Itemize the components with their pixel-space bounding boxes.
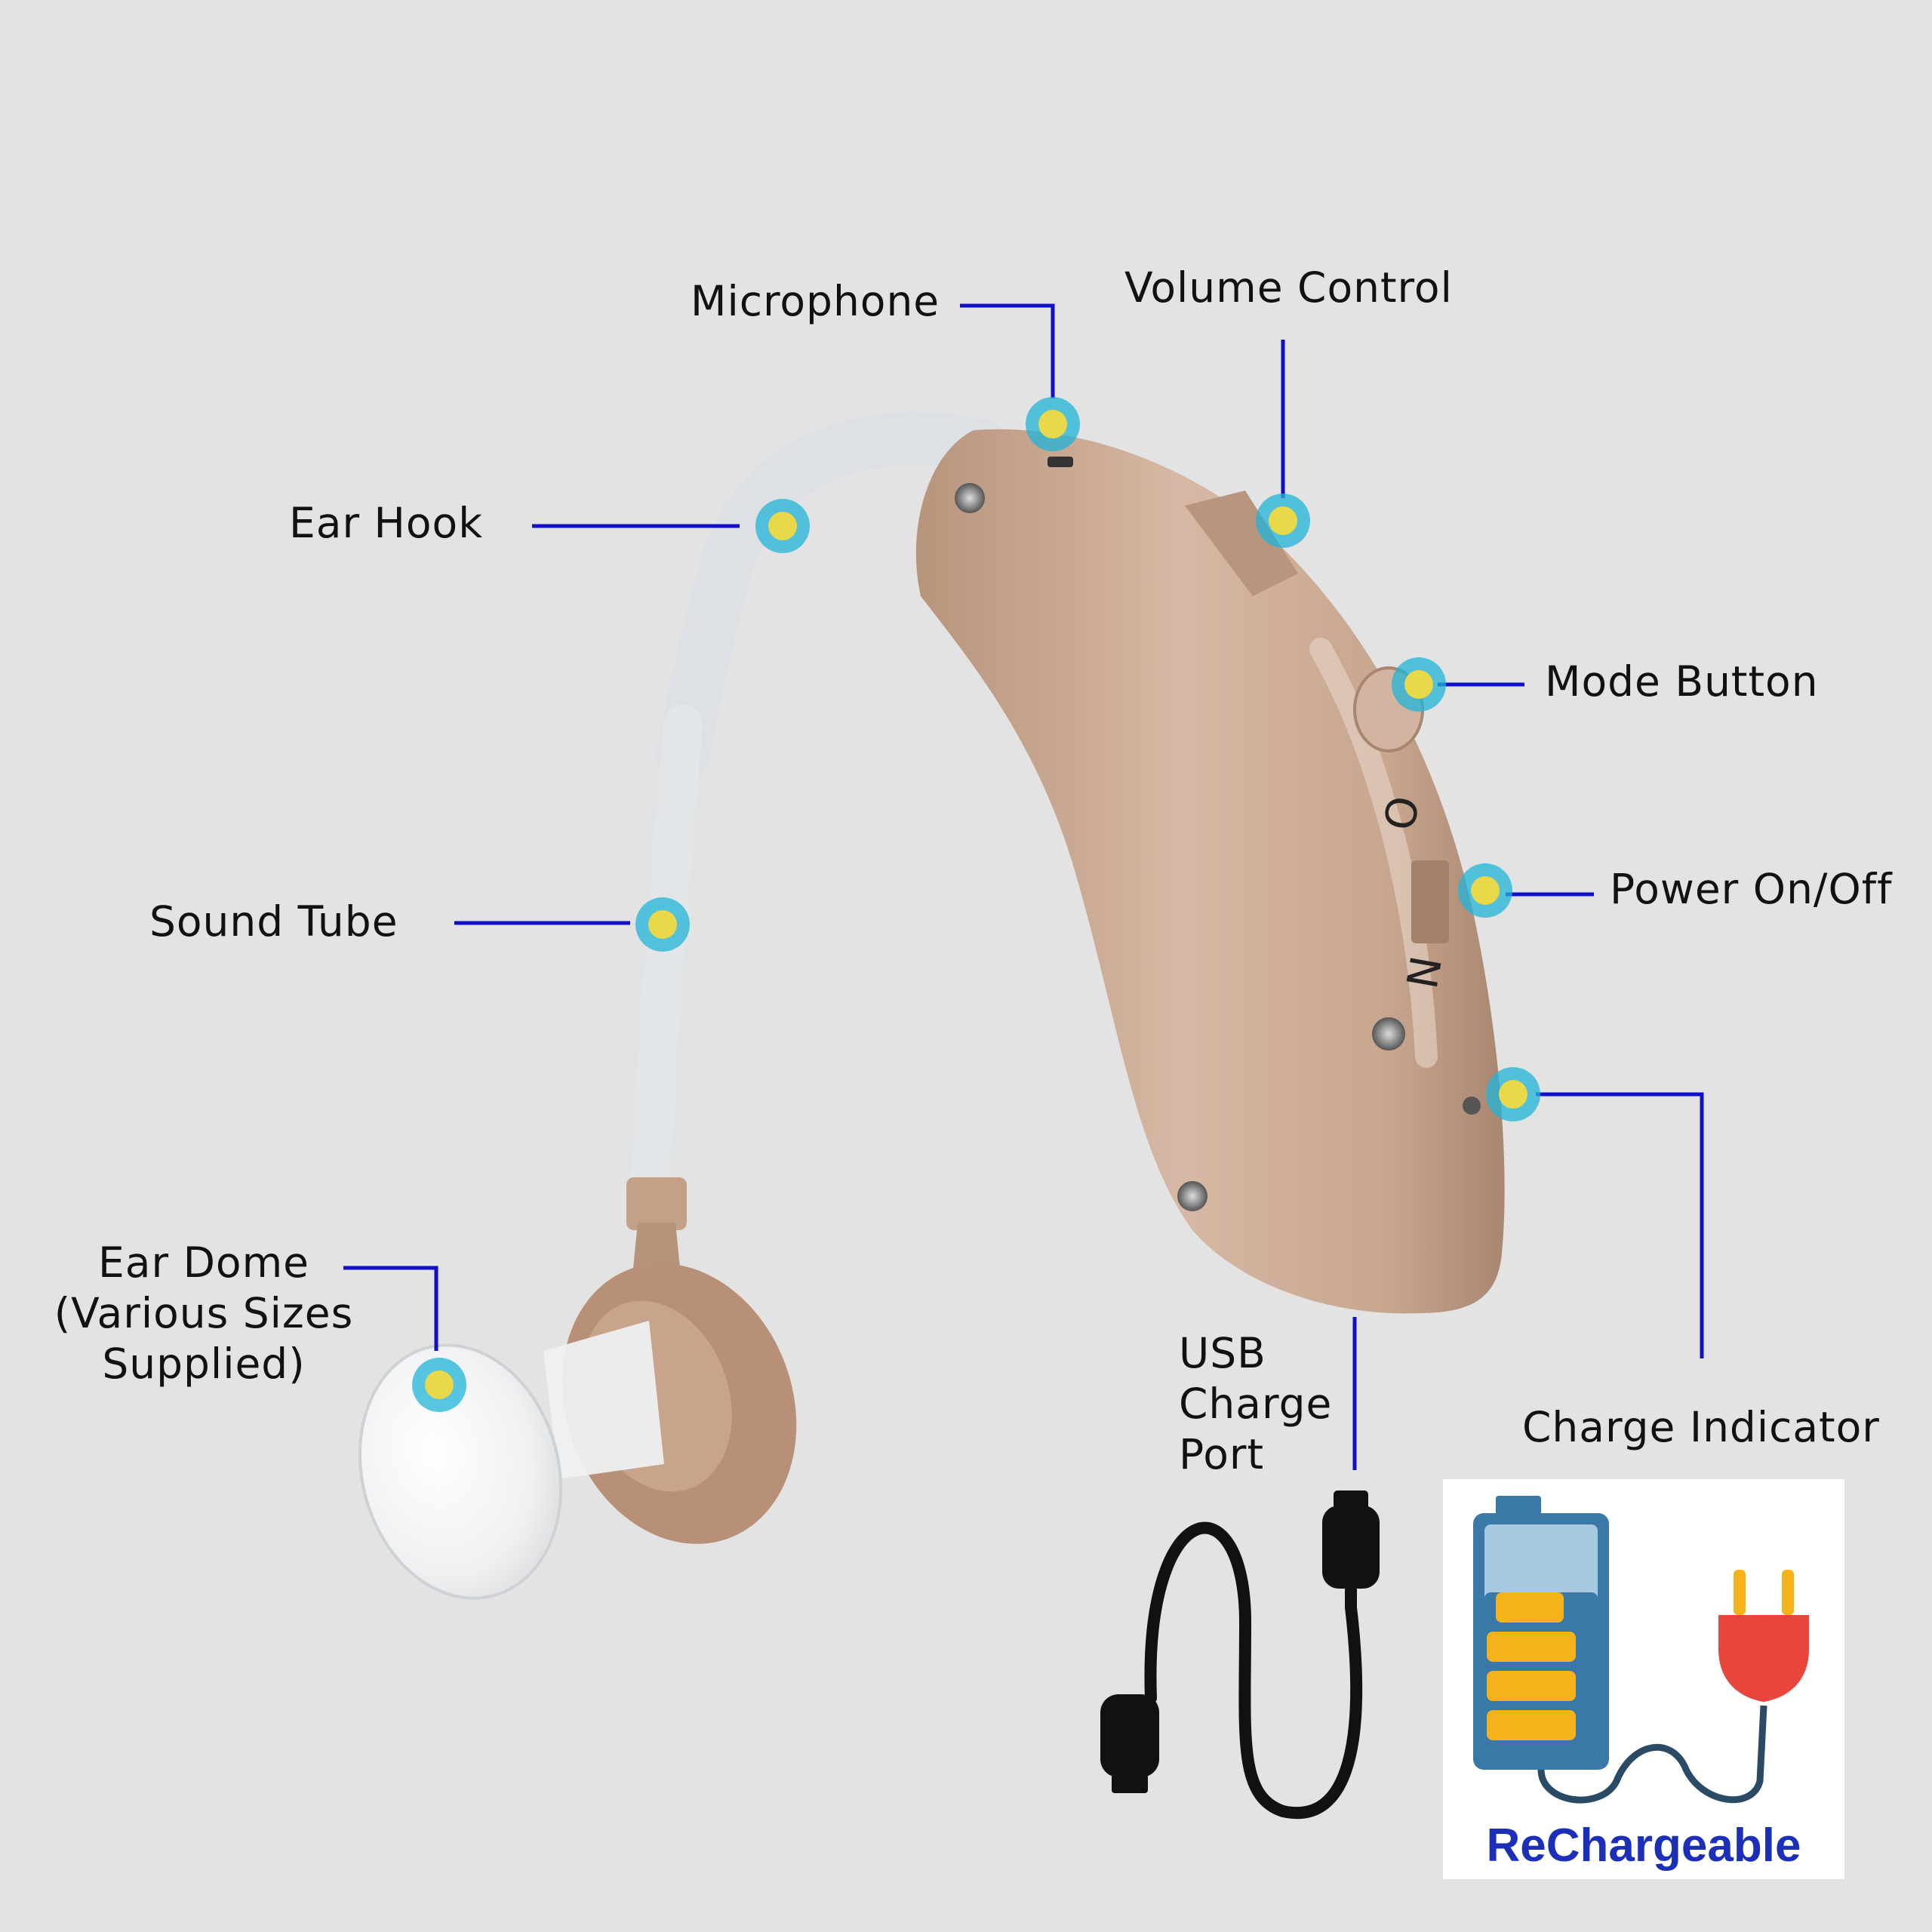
hearing-aid-device: O N xyxy=(358,411,1505,1600)
dome-stem xyxy=(543,1321,664,1479)
micro-usb-tip xyxy=(1112,1774,1148,1793)
rechargeable-illustration xyxy=(1473,1496,1809,1804)
label-usb-port: USB Charge Port xyxy=(1179,1329,1333,1478)
ear-dome xyxy=(358,1343,563,1600)
marker-microphone xyxy=(1026,397,1080,451)
marker-sound-tube xyxy=(635,897,690,952)
label-sound-tube: Sound Tube xyxy=(149,897,398,946)
leader-ear-dome xyxy=(343,1266,438,1351)
usb-cable xyxy=(1100,1491,1380,1819)
label-ear-dome: Ear Dome (Various Sizes Supplied) xyxy=(54,1238,354,1388)
tube-collar xyxy=(626,1177,687,1230)
rechargeable-text: ReChargeable xyxy=(1486,1820,1801,1872)
usb-c-tip xyxy=(1334,1491,1368,1512)
leader-charge-indicator xyxy=(1536,1092,1704,1358)
power-switch xyxy=(1411,860,1449,943)
label-mode-button: Mode Button xyxy=(1545,657,1819,706)
markers xyxy=(412,397,1540,1412)
label-volume-control: Volume Control xyxy=(1124,263,1453,312)
marker-ear-dome xyxy=(412,1358,466,1412)
charge-led xyxy=(1463,1097,1481,1115)
ear-hook xyxy=(657,411,1008,781)
screw-top xyxy=(955,483,985,513)
cable-wire xyxy=(1144,1521,1363,1819)
label-power: Power On/Off xyxy=(1610,865,1893,913)
micro-usb-plug xyxy=(1100,1694,1159,1777)
leader-lines xyxy=(343,303,1704,1470)
usb-c-plug xyxy=(1322,1506,1380,1589)
label-charge-indicator: Charge Indicator xyxy=(1522,1403,1880,1451)
body-highlight xyxy=(1309,638,1438,1068)
charger-cable xyxy=(1537,1705,1767,1804)
marker-power xyxy=(1458,863,1512,918)
sound-tube-highlight xyxy=(629,705,703,1227)
battery-icon xyxy=(1473,1496,1609,1770)
device-body xyxy=(915,429,1505,1314)
volume-wheel xyxy=(1185,491,1298,596)
plug-icon xyxy=(1718,1570,1809,1702)
label-ear-hook: Ear Hook xyxy=(289,499,484,547)
marker-mode-button xyxy=(1392,657,1446,712)
screw-bottom xyxy=(1177,1181,1208,1211)
marker-volume-control xyxy=(1256,494,1310,548)
marker-charge-indicator xyxy=(1486,1067,1540,1121)
label-microphone: Microphone xyxy=(691,277,940,325)
microphone-slot xyxy=(1048,457,1073,467)
rechargeable-badge: ReChargeable xyxy=(1443,1479,1844,1879)
sound-tube xyxy=(629,705,703,1227)
screw-middle xyxy=(1372,1017,1405,1051)
leader-microphone xyxy=(960,303,1055,398)
ear-hook-edge xyxy=(657,411,1008,781)
marker-ear-hook xyxy=(755,499,810,553)
